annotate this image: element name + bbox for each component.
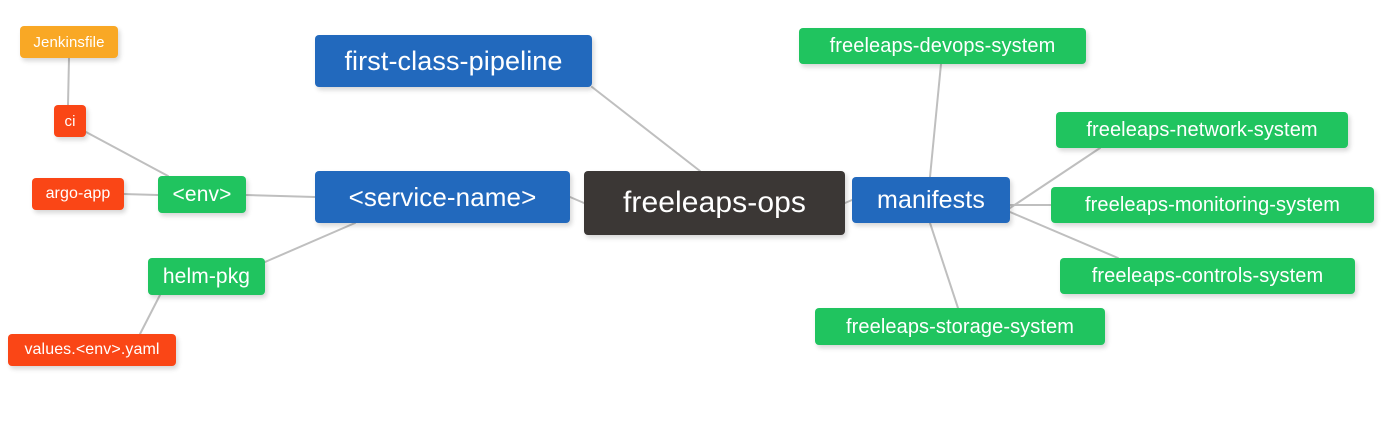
node-freeleaps-ops[interactable]: freeleaps-ops — [584, 171, 845, 235]
node-label-values-env-yaml: values.<env>.yaml — [24, 341, 160, 358]
node-label-first-class-pipeline: first-class-pipeline — [344, 45, 563, 76]
edge-helm-pkg-to-values-env-yaml — [139, 294, 161, 335]
node-label-freeleaps-devops-system: freeleaps-devops-system — [829, 35, 1056, 57]
edge-manifests-to-freeleaps-storage-system — [929, 222, 959, 309]
node-label-env: <env> — [172, 183, 232, 206]
edge-env-to-ci — [85, 131, 169, 177]
node-ci[interactable]: ci — [54, 105, 86, 137]
edge-freeleaps-ops-to-service-name — [569, 196, 585, 204]
node-service-name[interactable]: <service-name> — [315, 171, 570, 223]
node-freeleaps-monitoring-system[interactable]: freeleaps-monitoring-system — [1051, 187, 1374, 223]
edge-ci-to-jenkinsfile — [67, 57, 70, 106]
node-values-env-yaml[interactable]: values.<env>.yaml — [8, 334, 176, 366]
node-label-manifests: manifests — [877, 185, 985, 214]
node-manifests[interactable]: manifests — [852, 177, 1010, 223]
node-argo-app[interactable]: argo-app — [32, 178, 124, 210]
node-label-freeleaps-storage-system: freeleaps-storage-system — [845, 315, 1075, 338]
node-env[interactable]: <env> — [158, 176, 246, 213]
node-freeleaps-storage-system[interactable]: freeleaps-storage-system — [815, 308, 1105, 345]
node-label-ci: ci — [64, 112, 76, 130]
node-freeleaps-devops-system[interactable]: freeleaps-devops-system — [799, 28, 1086, 64]
edge-freeleaps-ops-to-manifests — [844, 199, 853, 204]
node-label-freeleaps-ops: freeleaps-ops — [622, 186, 807, 219]
edge-service-name-to-env — [245, 194, 316, 198]
node-freeleaps-network-system[interactable]: freeleaps-network-system — [1056, 112, 1348, 148]
node-label-freeleaps-network-system: freeleaps-network-system — [1086, 119, 1318, 141]
edge-manifests-to-freeleaps-devops-system — [929, 63, 942, 178]
node-label-helm-pkg: helm-pkg — [162, 265, 251, 288]
node-label-freeleaps-controls-system: freeleaps-controls-system — [1091, 265, 1324, 287]
edge-service-name-to-helm-pkg — [264, 222, 356, 263]
node-label-argo-app: argo-app — [45, 185, 111, 202]
node-label-jenkinsfile: Jenkinsfile — [33, 33, 105, 51]
node-label-freeleaps-monitoring-system: freeleaps-monitoring-system — [1084, 194, 1340, 216]
node-label-service-name: <service-name> — [348, 182, 537, 212]
node-freeleaps-controls-system[interactable]: freeleaps-controls-system — [1060, 258, 1355, 294]
edge-env-to-argo-app — [123, 193, 159, 196]
edge-freeleaps-ops-to-first-class-pipeline — [591, 86, 701, 172]
node-jenkinsfile[interactable]: Jenkinsfile — [20, 26, 118, 58]
node-helm-pkg[interactable]: helm-pkg — [148, 258, 265, 295]
node-first-class-pipeline[interactable]: first-class-pipeline — [315, 35, 592, 87]
